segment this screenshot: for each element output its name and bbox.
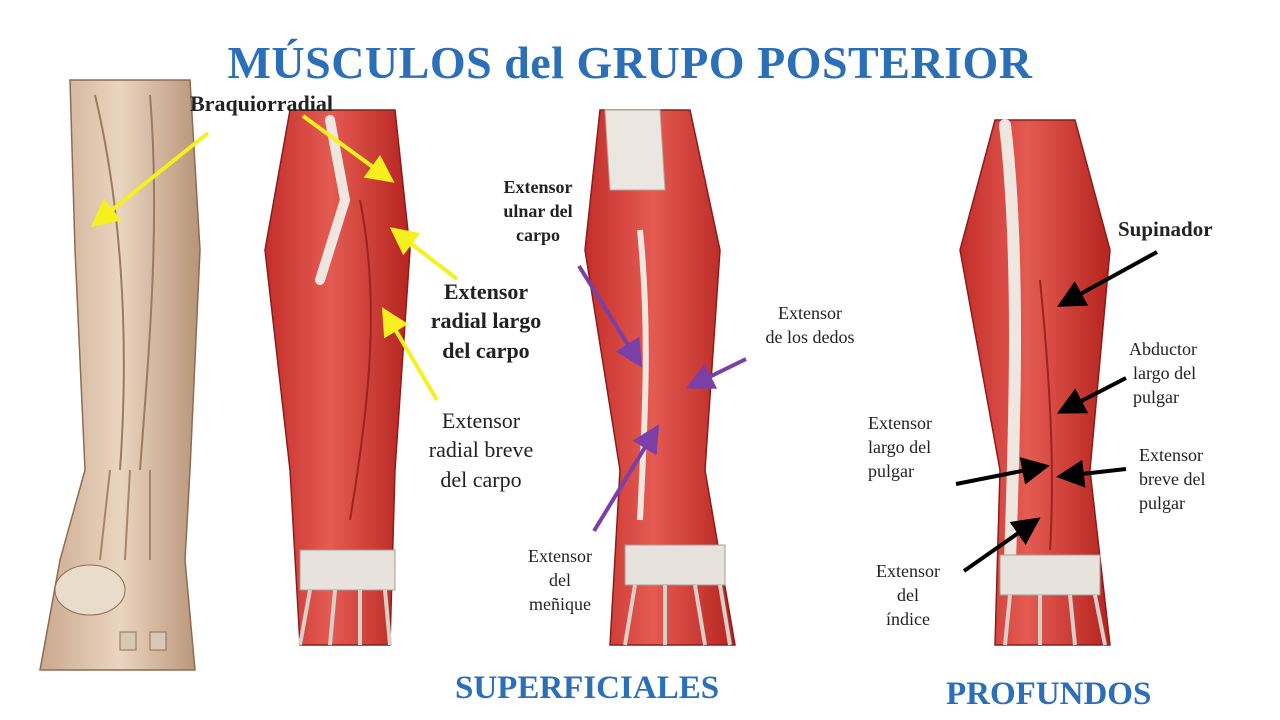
arrow-supinador [1056,250,1158,307]
label-supinador: Supinador [1118,217,1213,241]
arrow-abductor [1056,376,1127,414]
arrow-ext-largo-pulgar [955,457,1050,486]
arrow-ext-rad-breve [381,307,439,402]
label-ext-breve-pulgar: Extensor breve del pulgar [1139,445,1206,513]
forearm-illustration-2 [264,109,411,646]
forearm-illustration-1 [39,79,201,671]
arrow-braquiorradial-2 [301,114,395,183]
arrow-ext-dedos [685,357,747,389]
section-superficiales: SUPERFICIALES [455,670,720,706]
section-profundos: PROFUNDOS [946,676,1152,712]
label-ext-ulnar: Extensor ulnar del carpo [503,177,573,245]
arrow-ext-ulnar [577,264,643,368]
label-ext-indice: Extensor del índice [876,561,940,629]
label-ext-menique: Extensor del meñique [528,546,592,614]
arrow-ext-indice [962,517,1041,573]
page-title: MÚSCULOS del GRUPO POSTERIOR [227,37,1033,88]
label-ext-radial-largo: Extensor radial largo del carpo [430,279,542,363]
forearm-illustration-4 [959,119,1111,646]
arrow-ext-rad-largo [389,227,459,281]
label-ext-largo-pulgar: Extensor largo del pulgar [868,413,932,481]
label-braquiorradial: Braquiorradial [190,91,334,116]
forearm-illustration-3 [584,109,736,646]
label-ext-dedos: Extensor de los dedos [765,303,855,347]
arrow-ext-breve-pulgar [1056,459,1127,488]
arrow-ext-menique [592,424,660,533]
label-ext-radial-breve: Extensor radial breve del carpo [428,408,534,492]
label-abductor: Abductor largo del pulgar [1129,339,1197,407]
arrow-braquiorradial-1 [90,131,210,228]
